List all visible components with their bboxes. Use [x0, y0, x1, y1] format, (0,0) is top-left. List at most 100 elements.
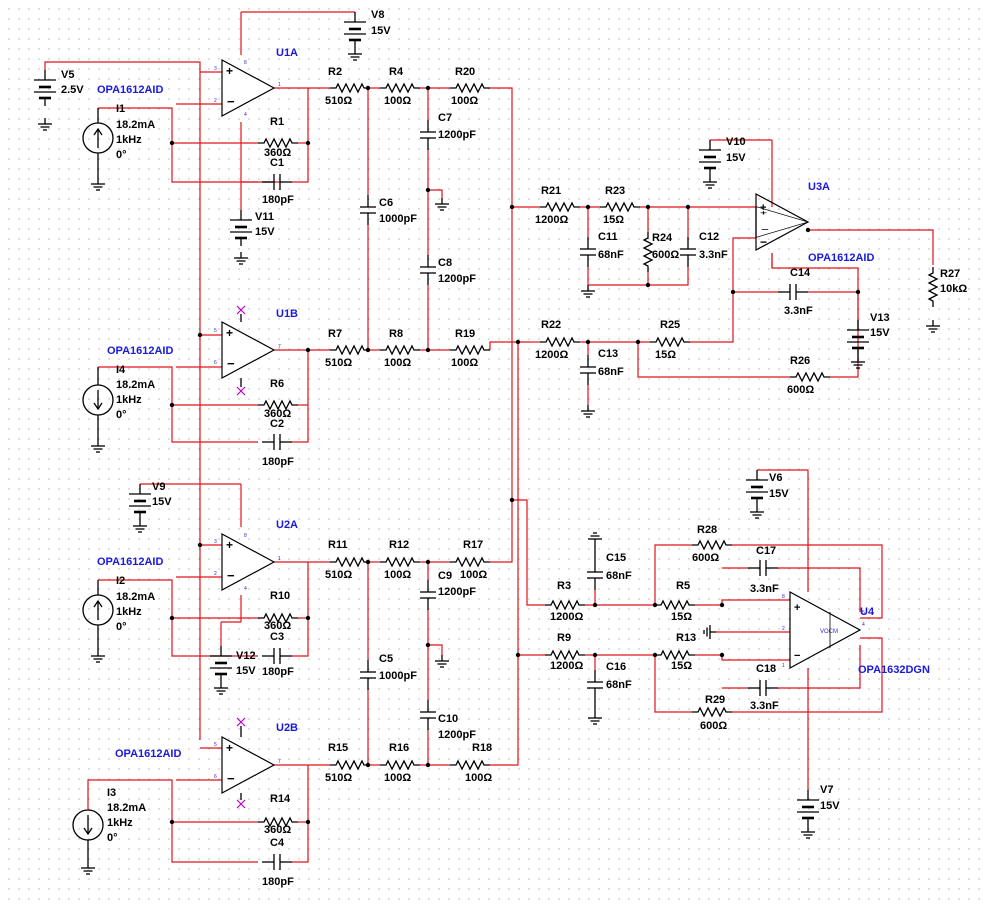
r25-ref: R25 — [660, 319, 681, 331]
c11-value: 68nF — [598, 249, 624, 261]
r9-value: 1200Ω — [550, 660, 584, 672]
i4-phase: 0° — [116, 409, 127, 421]
c12-value: 3.3nF — [699, 249, 728, 261]
opamp-u2b[interactable]: 567 — [214, 736, 281, 794]
c2-value: 180pF — [262, 456, 294, 468]
i3-value: 18.2mA — [107, 802, 147, 814]
i2-ref: I2 — [116, 575, 126, 587]
c12-ref: C12 — [699, 231, 720, 243]
u3a-ref: U3A — [808, 181, 831, 193]
i2-phase: 0° — [116, 621, 127, 633]
c4-ref: C4 — [270, 837, 285, 849]
v10-value: 15V — [726, 152, 746, 164]
i4-freq: 1kHz — [116, 394, 142, 406]
r27-ref: R27 — [940, 268, 961, 280]
svg-text:5: 5 — [214, 742, 217, 748]
i4-value: 18.2mA — [116, 379, 156, 391]
r16-ref: R16 — [389, 742, 410, 754]
r14-value: 360Ω — [264, 824, 292, 836]
svg-text:5: 5 — [862, 610, 865, 616]
r13-ref: R13 — [676, 632, 697, 644]
svg-text:8: 8 — [244, 533, 247, 539]
i3-phase: 0° — [107, 832, 118, 844]
v8-ref: V8 — [371, 9, 385, 21]
r28-ref: R28 — [697, 524, 718, 536]
v12-value: 15V — [236, 665, 256, 677]
r19-ref: R19 — [455, 328, 476, 340]
r2-ref: R2 — [328, 66, 343, 78]
r4-value: 100Ω — [384, 95, 412, 107]
svg-text:1: 1 — [278, 82, 281, 88]
r26-ref: R26 — [790, 355, 811, 367]
r17-value: 100Ω — [460, 569, 488, 581]
svg-text:+: + — [760, 202, 766, 214]
c18-ref: C18 — [756, 663, 777, 675]
svg-text:4: 4 — [244, 112, 247, 118]
r14-ref: R14 — [270, 793, 291, 805]
r25-value: 15Ω — [655, 349, 677, 361]
svg-text:6: 6 — [214, 774, 217, 780]
svg-text:2: 2 — [782, 626, 785, 632]
c6-ref: C6 — [379, 197, 394, 209]
current-sources — [72, 108, 114, 875]
r1-value: 360Ω — [264, 147, 292, 159]
r16-value: 100Ω — [384, 772, 412, 784]
c4-value: 180pF — [262, 876, 294, 888]
c15-ref: C15 — [606, 552, 627, 564]
r3-ref: R3 — [557, 580, 572, 592]
r12-ref: R12 — [389, 539, 410, 551]
c8-ref: C8 — [438, 257, 453, 269]
u1a-part: OPA1612AID — [97, 84, 164, 96]
v7-ref: V7 — [820, 784, 834, 796]
i1-phase: 0° — [116, 149, 127, 161]
v13-value: 15V — [870, 327, 890, 339]
c9-value: 1200pF — [438, 586, 476, 598]
c16-value: 68nF — [606, 679, 632, 691]
v11-value: 15V — [255, 226, 275, 238]
v11-ref: V11 — [255, 211, 274, 223]
r8-value: 100Ω — [384, 357, 412, 369]
r15-ref: R15 — [328, 742, 349, 754]
svg-text:2: 2 — [214, 98, 217, 104]
r12-value: 100Ω — [384, 569, 412, 581]
c2-ref: C2 — [270, 418, 285, 430]
v5-value: 2.5V — [61, 84, 84, 96]
u3a-part: OPA1612AID — [808, 252, 875, 264]
r2-value: 510Ω — [325, 95, 353, 107]
i2-freq: 1kHz — [116, 606, 142, 618]
c16-ref: C16 — [606, 661, 627, 673]
r24-ref: R24 — [652, 232, 673, 244]
r18-value: 100Ω — [465, 772, 493, 784]
i1-freq: 1kHz — [116, 134, 142, 146]
v8-value: 15V — [371, 25, 391, 37]
i1-ref: I1 — [116, 103, 126, 115]
u2a-part: OPA1612AID — [97, 556, 164, 568]
opamp-u3a[interactable]: +− — [755, 192, 810, 252]
svg-text:3: 3 — [214, 539, 217, 545]
i3-freq: 1kHz — [107, 817, 133, 829]
c3-ref: C3 — [270, 631, 285, 643]
v13-ref: V13 — [870, 312, 890, 324]
v5-ref: V5 — [61, 69, 75, 81]
r29-ref: R29 — [705, 694, 726, 706]
c9-ref: C9 — [438, 570, 453, 582]
c11-ref: C11 — [598, 231, 618, 243]
svg-text:8: 8 — [244, 60, 247, 66]
nc-markers — [236, 305, 246, 809]
svg-text:2: 2 — [214, 571, 217, 577]
opamp-u1b[interactable]: 567 — [214, 321, 281, 379]
r18-ref: R18 — [472, 742, 493, 754]
v10-ref: V10 — [726, 136, 746, 148]
capacitors — [261, 119, 809, 871]
r3-value: 1200Ω — [550, 611, 584, 623]
r15-value: 510Ω — [325, 772, 353, 784]
wires — [44, 11, 934, 863]
svg-text:8: 8 — [782, 594, 785, 600]
v9-value: 15V — [152, 496, 172, 508]
r10-value: 360Ω — [264, 620, 292, 632]
svg-text:6: 6 — [214, 360, 217, 366]
